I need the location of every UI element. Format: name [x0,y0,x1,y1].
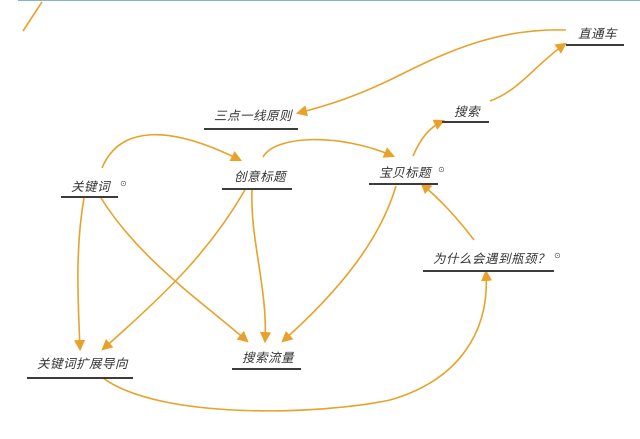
edge-baobei-liuliang [281,185,397,343]
node-label: 直通车 [578,26,618,41]
node-label: 搜索 [454,104,481,119]
node-underline [222,188,292,190]
node-label: 三点一线原则 [214,108,293,123]
edge-chuangyi-baobei [262,138,396,158]
collapse-marker-icon[interactable]: ⊙ [438,165,446,174]
edge-zhitongche-sandian [295,29,567,117]
node-label: 创意标题 [234,169,287,184]
edge-chuangyi-kuozhan [101,189,246,351]
edge-guanjianci-chuangyi [101,133,243,169]
node-underline [232,368,301,370]
node-underline [369,183,438,185]
node-underline [566,44,624,46]
edge-baobei-sousuo [412,119,446,157]
edge-pingjing-baobei [420,182,475,241]
node-label: 关键词 [71,179,111,194]
edge-guanjianci-kuozhan [74,197,86,352]
edge-sousuo-zhitongche [489,42,567,102]
edge-kuozhan-pingjing [102,269,493,412]
node-underline [61,196,118,198]
node-label: 搜索流量 [242,350,295,365]
node-underline [442,121,489,123]
edge-chuangyi-liuliang [251,189,272,344]
node-underline [27,377,133,379]
collapse-marker-icon[interactable]: ⊙ [120,179,128,188]
top-border [18,0,640,1]
node-underline [204,128,298,130]
node-label: 为什么会遇到瓶颈？ [433,251,551,266]
edge-stray [22,1,43,32]
node-label: 宝贝标题 [379,165,432,180]
node-label: 关键词扩展导向 [37,356,129,371]
collapse-marker-icon[interactable]: ⊙ [554,251,562,260]
edge-guanjianci-liuliang [100,197,249,343]
node-underline [423,270,554,272]
